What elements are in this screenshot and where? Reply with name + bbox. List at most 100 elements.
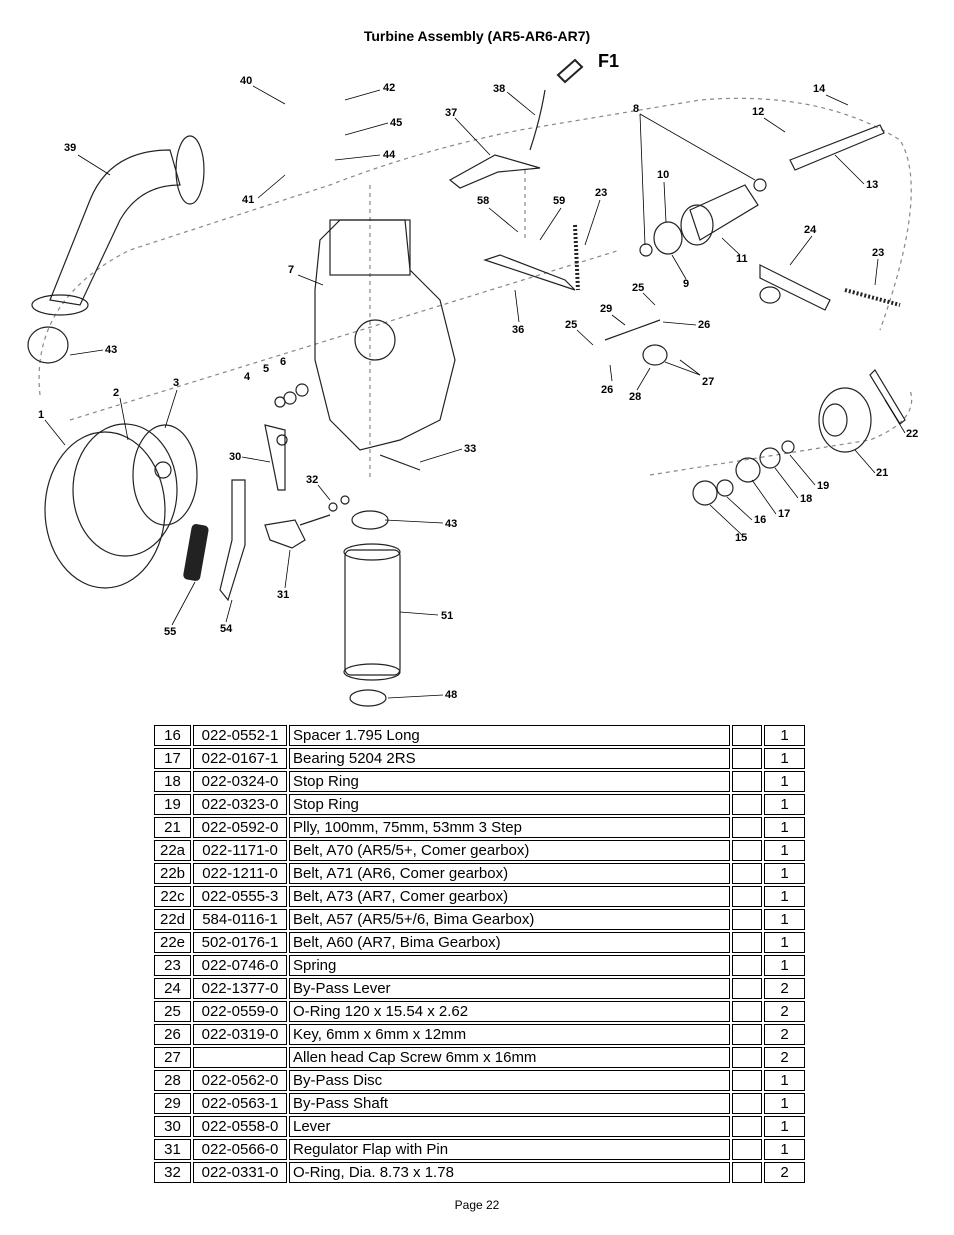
callout: 59 [553,195,565,207]
f1-mark: F1 [598,51,619,71]
part-description-cell: Bearing 5204 2RS [289,748,730,769]
callout: 17 [778,508,790,520]
callout: 28 [629,391,641,403]
part-number-cell: 022-1171-0 [193,840,287,861]
part-description-cell: O-Ring 120 x 15.54 x 2.62 [289,1001,730,1022]
part-ref-cell: 26 [154,1024,191,1045]
callout: 6 [280,356,286,368]
blank-cell [732,1047,762,1068]
callout: 16 [754,514,766,526]
o-ring [27,326,69,364]
part-number-cell: 022-0562-0 [193,1070,287,1091]
part-number-cell: 022-0592-0 [193,817,287,838]
part-description-cell: Allen head Cap Screw 6mm x 16mm [289,1047,730,1068]
callout: 5 [263,363,269,375]
gasket [72,423,178,557]
pipe-elbow [49,149,181,306]
callout: 23 [872,247,884,259]
bracket [219,479,246,602]
page-number: Page 22 [454,1198,500,1212]
part-ref-cell: 22a [154,840,191,861]
part-number-cell: 022-0324-0 [193,771,287,792]
blank-cell [732,1116,762,1137]
part-description-cell: Spacer 1.795 Long [289,725,730,746]
callout: 21 [876,467,888,479]
blank-cell [732,840,762,861]
blank-cell [732,1162,762,1183]
part-description-cell: Spring [289,955,730,976]
part-ref-cell: 22b [154,863,191,884]
lever [264,424,286,491]
part-description-cell: Stop Ring [289,771,730,792]
part-number-cell: 022-0558-0 [193,1116,287,1137]
part-ref-cell: 22c [154,886,191,907]
part-description-cell: Key, 6mm x 6mm x 12mm [289,1024,730,1045]
part-number-cell: 022-0559-0 [193,1001,287,1022]
callout: 14 [813,83,826,95]
callout: 7 [288,264,294,276]
pipe-flange [175,135,205,205]
blank-cell [732,1139,762,1160]
blank-cell [732,794,762,815]
quantity-cell: 2 [764,1162,805,1183]
part-ref-cell: 28 [154,1070,191,1091]
quantity-cell: 2 [764,1001,805,1022]
part-number-cell: 022-0746-0 [193,955,287,976]
callout: 2 [113,387,119,399]
callout: 43 [445,518,457,530]
part-ref-cell: 19 [154,794,191,815]
part-description-cell: Belt, A57 (AR5/5+/6, Bima Gearbox) [289,909,730,930]
quantity-cell: 1 [764,725,805,746]
part-number-cell: 022-0563-1 [193,1093,287,1114]
part-number-cell: 022-0331-0 [193,1162,287,1183]
quantity-cell: 1 [764,817,805,838]
callout: 8 [633,103,639,115]
part-description-cell: O-Ring, Dia. 8.73 x 1.78 [289,1162,730,1183]
callout: 26 [698,319,710,331]
quantity-cell: 1 [764,1116,805,1137]
quantity-cell: 1 [764,909,805,930]
callout: 41 [242,194,254,206]
part-description-cell: Belt, A71 (AR6, Comer gearbox) [289,863,730,884]
callout: 48 [445,689,457,701]
callout: 18 [800,493,812,505]
callout: 38 [493,83,505,95]
callout: 29 [600,303,612,315]
part-description-cell: Belt, A73 (AR7, Comer gearbox) [289,886,730,907]
callout: 23 [595,187,607,199]
callout: 30 [229,451,241,463]
pipe-flange-bottom [31,294,89,316]
part-number-cell: 584-0116-1 [193,909,287,930]
blank-cell [732,1093,762,1114]
exploded-diagram: F1 40 42 38 45 44 39 41 37 8 14 12 13 10… [27,51,918,707]
intake-tube [344,549,401,676]
guide-line [649,389,913,476]
quantity-cell: 1 [764,748,805,769]
regulator-flap [264,519,306,549]
part-number-cell: 022-0552-1 [193,725,287,746]
quantity-cell: 1 [764,771,805,792]
blank-cell [732,909,762,930]
part-number-cell: 022-0167-1 [193,748,287,769]
part-description-cell: Belt, A70 (AR5/5+, Comer gearbox) [289,840,730,861]
callout: 26 [601,384,613,396]
blank-cell [732,725,762,746]
quantity-cell: 1 [764,1139,805,1160]
quantity-cell: 1 [764,1093,805,1114]
blank-cell [732,1001,762,1022]
part-number-cell: 022-1211-0 [193,863,287,884]
part-ref-cell: 22d [154,909,191,930]
blank-cell [732,1024,762,1045]
callout: 58 [477,195,489,207]
callout: 13 [866,179,878,191]
part-ref-cell: 17 [154,748,191,769]
